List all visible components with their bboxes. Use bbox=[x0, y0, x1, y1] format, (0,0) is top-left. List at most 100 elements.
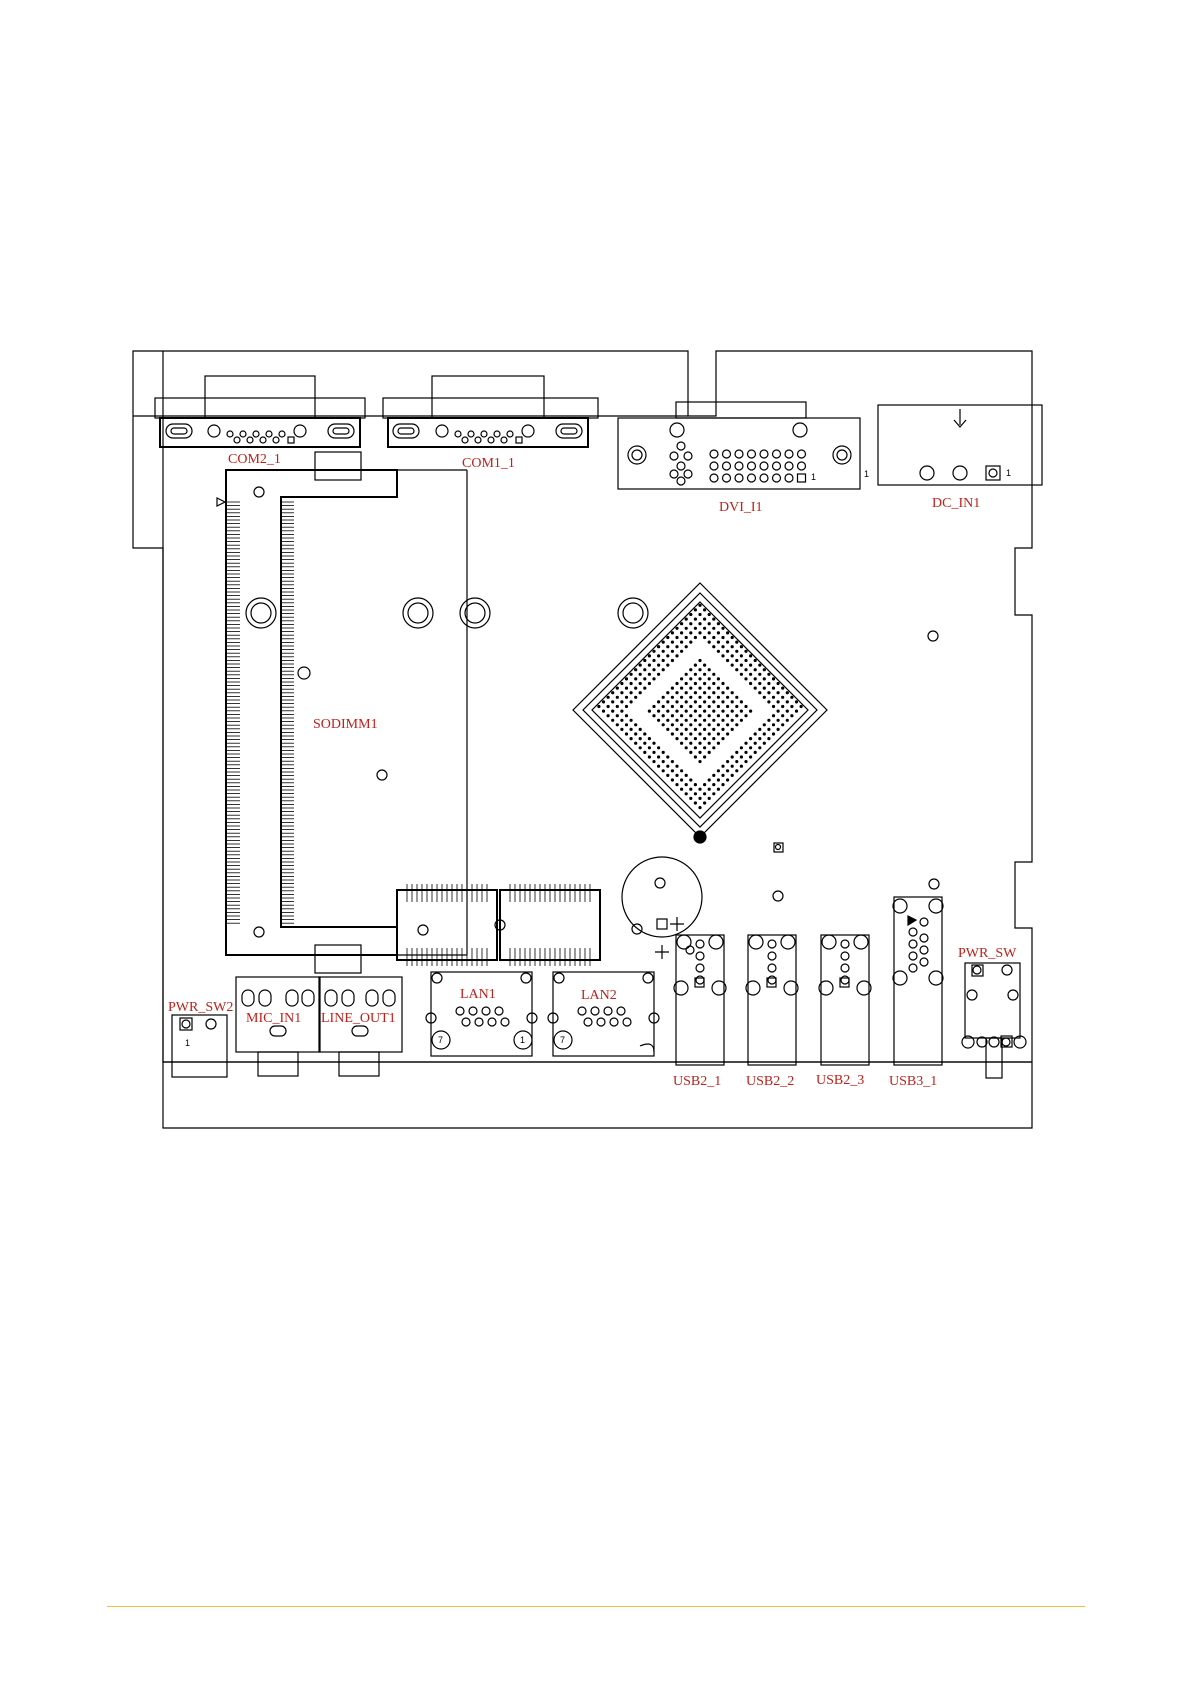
cpu-ball bbox=[758, 691, 761, 694]
cpu-ball bbox=[749, 710, 752, 713]
cpu-ball bbox=[731, 691, 734, 694]
pwr-sw-connector bbox=[962, 963, 1026, 1078]
cpu-ball bbox=[717, 742, 720, 745]
cpu-ball bbox=[625, 723, 628, 726]
cpu-ball bbox=[689, 613, 692, 616]
dvi-pin bbox=[798, 450, 806, 458]
cpu-ball bbox=[777, 691, 780, 694]
cpu-ball bbox=[703, 710, 706, 713]
cpu-ball bbox=[744, 742, 747, 745]
cpu-ball bbox=[744, 705, 747, 708]
cpu-ball bbox=[712, 746, 715, 749]
cpu-ball bbox=[694, 673, 697, 676]
cpu-ball-grid bbox=[597, 604, 802, 810]
cpu-ball bbox=[639, 737, 642, 740]
cpu-ball bbox=[694, 783, 697, 786]
cpu-ball bbox=[703, 719, 706, 722]
cpu-ball bbox=[717, 732, 720, 735]
cpu-ball bbox=[767, 700, 770, 703]
cpu-ball bbox=[666, 700, 669, 703]
cpu-ball bbox=[740, 719, 743, 722]
dvi-pin bbox=[735, 462, 743, 470]
cpu-ball bbox=[703, 783, 706, 786]
cpu-ball bbox=[717, 696, 720, 699]
cpu-ball bbox=[639, 746, 642, 749]
cpu-ball bbox=[675, 645, 678, 648]
cpu-ball bbox=[749, 746, 752, 749]
cpu-ball bbox=[630, 691, 633, 694]
usb2-3-label: USB2_3 bbox=[816, 1073, 864, 1088]
cpu-ball bbox=[781, 687, 784, 690]
cpu-ball bbox=[708, 751, 711, 754]
com2-connector bbox=[155, 376, 365, 447]
cpu-ball bbox=[685, 618, 688, 621]
cpu-ball bbox=[698, 732, 701, 735]
cpu-ball bbox=[643, 668, 646, 671]
dvi-pin bbox=[785, 462, 793, 470]
cpu-ball bbox=[597, 705, 600, 708]
cpu-ball bbox=[643, 751, 646, 754]
cpu-ball bbox=[648, 682, 651, 685]
cpu-ball bbox=[685, 774, 688, 777]
cpu-ball bbox=[634, 732, 637, 735]
lan2-pin7-mark: 7 bbox=[560, 1035, 565, 1045]
cpu-ball bbox=[698, 806, 701, 809]
cpu-ball bbox=[657, 719, 660, 722]
cpu-ball bbox=[795, 700, 798, 703]
cpu-ball bbox=[721, 645, 724, 648]
cpu-ball bbox=[731, 765, 734, 768]
cpu-ball bbox=[754, 732, 757, 735]
dvi-pin bbox=[773, 474, 781, 482]
cpu-ball bbox=[643, 687, 646, 690]
cpu-ball bbox=[666, 774, 669, 777]
cpu-ball bbox=[749, 737, 752, 740]
dvi-pin bbox=[760, 474, 768, 482]
lan1-pin7-mark: 7 bbox=[438, 1035, 443, 1045]
cpu-ball bbox=[754, 687, 757, 690]
cpu-ball bbox=[781, 723, 784, 726]
dvi-pin bbox=[710, 450, 718, 458]
mic-in-label: MIC_IN1 bbox=[246, 1011, 301, 1026]
dvi-connector bbox=[618, 402, 860, 489]
cpu-ball bbox=[680, 696, 683, 699]
cpu-ball bbox=[754, 677, 757, 680]
pwr-sw2-label: PWR_SW2 bbox=[168, 1000, 233, 1015]
cpu-ball bbox=[726, 696, 729, 699]
cpu-ball bbox=[639, 691, 642, 694]
cpu-ball bbox=[721, 728, 724, 731]
cpu-ball bbox=[652, 659, 655, 662]
cpu-ball bbox=[652, 714, 655, 717]
cpu-ball bbox=[694, 636, 697, 639]
cpu-ball bbox=[744, 751, 747, 754]
cpu-ball bbox=[675, 691, 678, 694]
cpu-ball bbox=[772, 732, 775, 735]
cpu-ball bbox=[685, 700, 688, 703]
cpu-ball bbox=[708, 622, 711, 625]
cpu-ball bbox=[772, 696, 775, 699]
cpu-ball bbox=[800, 705, 803, 708]
cpu-ball bbox=[777, 719, 780, 722]
cpu-ball bbox=[740, 645, 743, 648]
mounting-holes bbox=[773, 631, 939, 901]
dvi-pin bbox=[710, 462, 718, 470]
cpu-ball bbox=[721, 691, 724, 694]
cpu-ball bbox=[666, 765, 669, 768]
cpu-ball bbox=[620, 719, 623, 722]
cpu-ball bbox=[717, 631, 720, 634]
dvi-pin bbox=[723, 462, 731, 470]
cpu-ball bbox=[698, 613, 701, 616]
cpu-ball bbox=[611, 700, 614, 703]
cpu-ball bbox=[721, 654, 724, 657]
cpu-ball bbox=[643, 659, 646, 662]
cpu-ball bbox=[754, 742, 757, 745]
lan-controller-chip-2 bbox=[495, 890, 600, 960]
cpu-ball bbox=[675, 783, 678, 786]
cpu-ball bbox=[685, 737, 688, 740]
cpu-ball bbox=[698, 723, 701, 726]
cpu-ball bbox=[772, 714, 775, 717]
cpu-ball bbox=[648, 654, 651, 657]
cpu-ball bbox=[703, 627, 706, 630]
cpu-ball bbox=[634, 677, 637, 680]
cpu-ball bbox=[721, 737, 724, 740]
cpu-ball bbox=[735, 760, 738, 763]
